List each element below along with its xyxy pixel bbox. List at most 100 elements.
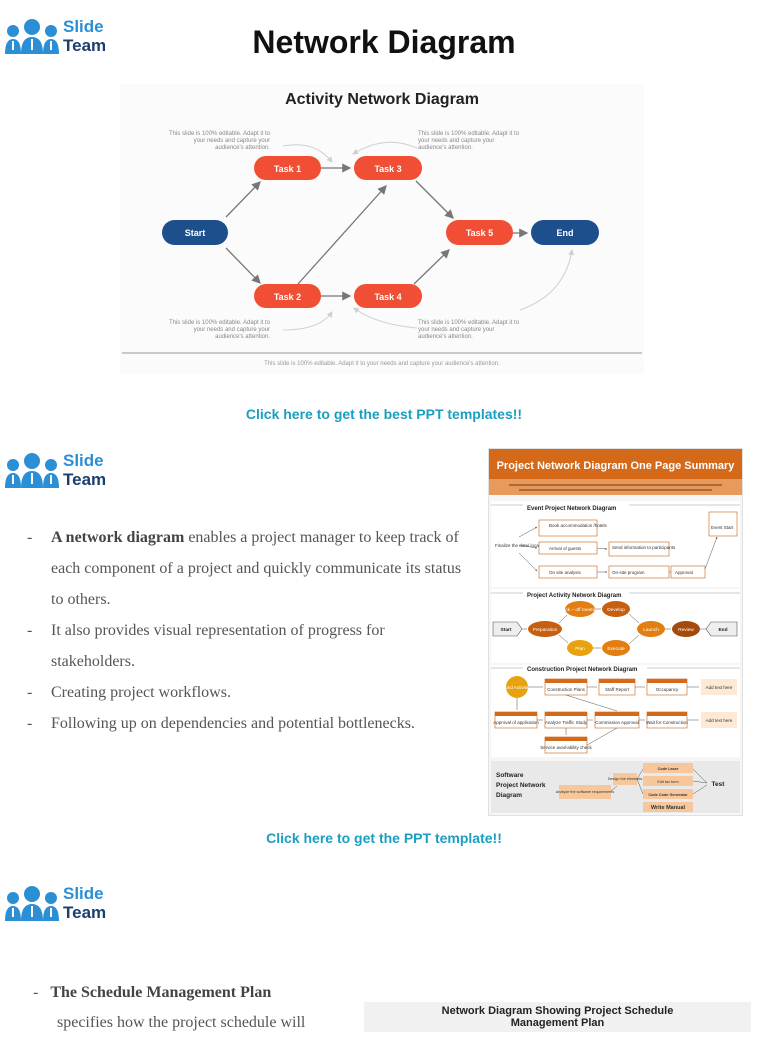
summary-slide-preview: Project Network Diagram One Page Summary… <box>489 449 742 813</box>
thumbnail-title-line: Management Plan <box>510 1017 605 1029</box>
note-text: audience's attention. <box>215 145 270 151</box>
node-end: End <box>531 220 599 245</box>
slideteam-logo[interactable]: Slide Team <box>5 450 106 490</box>
node-task5: Task 5 <box>446 220 513 245</box>
event-node: Approval <box>675 570 693 575</box>
slideteam-logo[interactable]: Slide Team <box>5 883 106 923</box>
node-start-label: Start <box>185 228 206 238</box>
software-node: Test <box>712 781 726 788</box>
construction-node: Commission Approval <box>595 720 639 725</box>
construction-node: Occupancy <box>656 687 679 692</box>
bullet-text: Creating project workflows. <box>51 684 231 701</box>
event-node: Book accommodation /hotels <box>549 523 608 528</box>
activity-node: Review <box>678 627 694 633</box>
construction-node: Approval of application <box>493 720 539 725</box>
activity-section-title: Project Activity Network Diagram <box>527 593 621 599</box>
software-node: Code Code Generator <box>648 793 688 797</box>
cta-ppt-template-link[interactable]: Click here to get the PPT template!! <box>266 830 502 846</box>
construction-node: Wait for Construction <box>646 720 688 725</box>
activity-start: Start <box>501 627 512 633</box>
annotation-arrows <box>282 141 575 331</box>
bullet-item: - Creating project workflows. <box>27 677 472 708</box>
note-top-left: This slide is 100% editable. Adapt it to… <box>169 131 271 151</box>
people-icon <box>5 453 59 488</box>
bullet-text: enables a project manager to keep track … <box>51 529 462 608</box>
summary-title: Project Network Diagram One Page Summary <box>497 460 736 472</box>
construction-node: Staff Report <box>605 687 630 692</box>
thumbnail-title-line: Network Diagram Showing Project Schedule <box>441 1005 674 1017</box>
node-end-label: End <box>557 228 574 238</box>
event-end-node: Event Start <box>711 525 734 530</box>
note-text: This slide is 100% editable. Adapt it to <box>169 320 271 326</box>
activity-node: Preparation <box>533 627 558 633</box>
one-page-summary-thumbnail[interactable]: Project Network Diagram One Page Summary… <box>488 448 743 816</box>
note-text: This slide is 100% editable. Adapt it to <box>418 320 520 326</box>
bullet-dash: - <box>27 622 33 639</box>
logo-line2: Team <box>63 470 107 489</box>
logo-line1: Slide <box>63 451 104 470</box>
node-task3-label: Task 3 <box>374 164 401 174</box>
software-node: Analyze the software requirements <box>556 790 615 794</box>
bullet-item: - It also provides visual representation … <box>27 615 472 677</box>
cta-best-templates-link[interactable]: Click here to get the best PPT templates… <box>245 406 523 422</box>
construction-section-title: Construction Project Network Diagram <box>527 667 637 673</box>
software-title-line: Project Network <box>496 782 546 789</box>
note-text: your needs and capture your <box>418 327 494 333</box>
note-bottom-left: This slide is 100% editable. Adapt it to… <box>169 320 271 340</box>
page-title: Network Diagram <box>252 24 516 60</box>
construction-node: Construction Plans <box>547 687 586 692</box>
notes: This slide is 100% editable. Adapt it to… <box>169 131 520 340</box>
construction-node: Bond Activities <box>502 685 532 690</box>
bullet-dash: - <box>27 715 33 732</box>
schedule-plan-bullet: - The Schedule Management Plan specifies… <box>33 978 353 1038</box>
software-title-line: Software <box>496 772 524 779</box>
note-text: your needs and capture your <box>194 327 270 333</box>
slide-footer-note: This slide is 100% editable. Adapt it to… <box>264 361 500 367</box>
software-node: Code Laser <box>658 767 679 771</box>
add-text-box: Add text here <box>706 718 733 723</box>
software-node: Write Manual <box>651 805 686 811</box>
activity-node: Develop <box>607 607 625 613</box>
activity-node: Plan <box>575 646 585 652</box>
software-node: Edit tax form <box>657 780 678 784</box>
schedule-plan-thumbnail[interactable]: Network Diagram Showing Project Schedule… <box>364 1002 751 1032</box>
bullet-item: - Following up on dependencies and potent… <box>27 708 472 739</box>
activity-node: Launch <box>643 627 659 633</box>
bullet-dash: - <box>27 529 33 546</box>
activity-node: Kick – off meeting <box>561 607 599 613</box>
note-text: your needs and capture your <box>418 138 494 144</box>
activity-node: Execute <box>607 646 625 652</box>
node-task2-label: Task 2 <box>274 292 301 302</box>
bullet-text: Following up on dependencies and potenti… <box>51 715 415 732</box>
node-task4-label: Task 4 <box>374 292 401 302</box>
slide-title: Activity Network Diagram <box>285 91 479 108</box>
note-text: audience's attention. <box>215 334 270 340</box>
note-bottom-right: This slide is 100% editable. Adapt it to… <box>418 320 520 340</box>
event-node: On site analysis <box>549 570 582 575</box>
node-task4: Task 4 <box>354 284 422 308</box>
node-task1: Task 1 <box>254 156 321 180</box>
bullet-bold-term: A network diagram <box>51 529 185 546</box>
slideteam-logo[interactable]: Slide Team <box>5 16 106 56</box>
bullet-text: It also provides visual representation o… <box>51 622 385 670</box>
node-task5-label: Task 5 <box>466 228 493 238</box>
logo-line1: Slide <box>63 17 104 36</box>
logo-line1: Slide <box>63 884 104 903</box>
node-task2: Task 2 <box>254 284 321 308</box>
software-node: Design the elements <box>608 777 643 781</box>
node-task1-label: Task 1 <box>274 164 301 174</box>
people-icon <box>5 886 59 921</box>
add-text-box: Add text here <box>706 685 733 690</box>
activity-network-diagram: Activity Network Diagram This slide is 1… <box>122 91 642 367</box>
event-node: Arrival of guests <box>549 546 582 551</box>
note-top-right: This slide is 100% editable. Adapt it to… <box>418 131 520 151</box>
note-text: audience's attention. <box>418 145 473 151</box>
node-start: Start <box>162 220 228 245</box>
people-icon <box>5 19 59 54</box>
bullet-dash: - <box>27 684 33 701</box>
node-task3: Task 3 <box>354 156 422 180</box>
logo-line2: Team <box>63 36 107 55</box>
note-text: audience's attention. <box>418 334 473 340</box>
network-diagram-bullets: - A network diagram enables a project man… <box>27 522 472 739</box>
bullet-dash: - <box>33 984 39 1001</box>
